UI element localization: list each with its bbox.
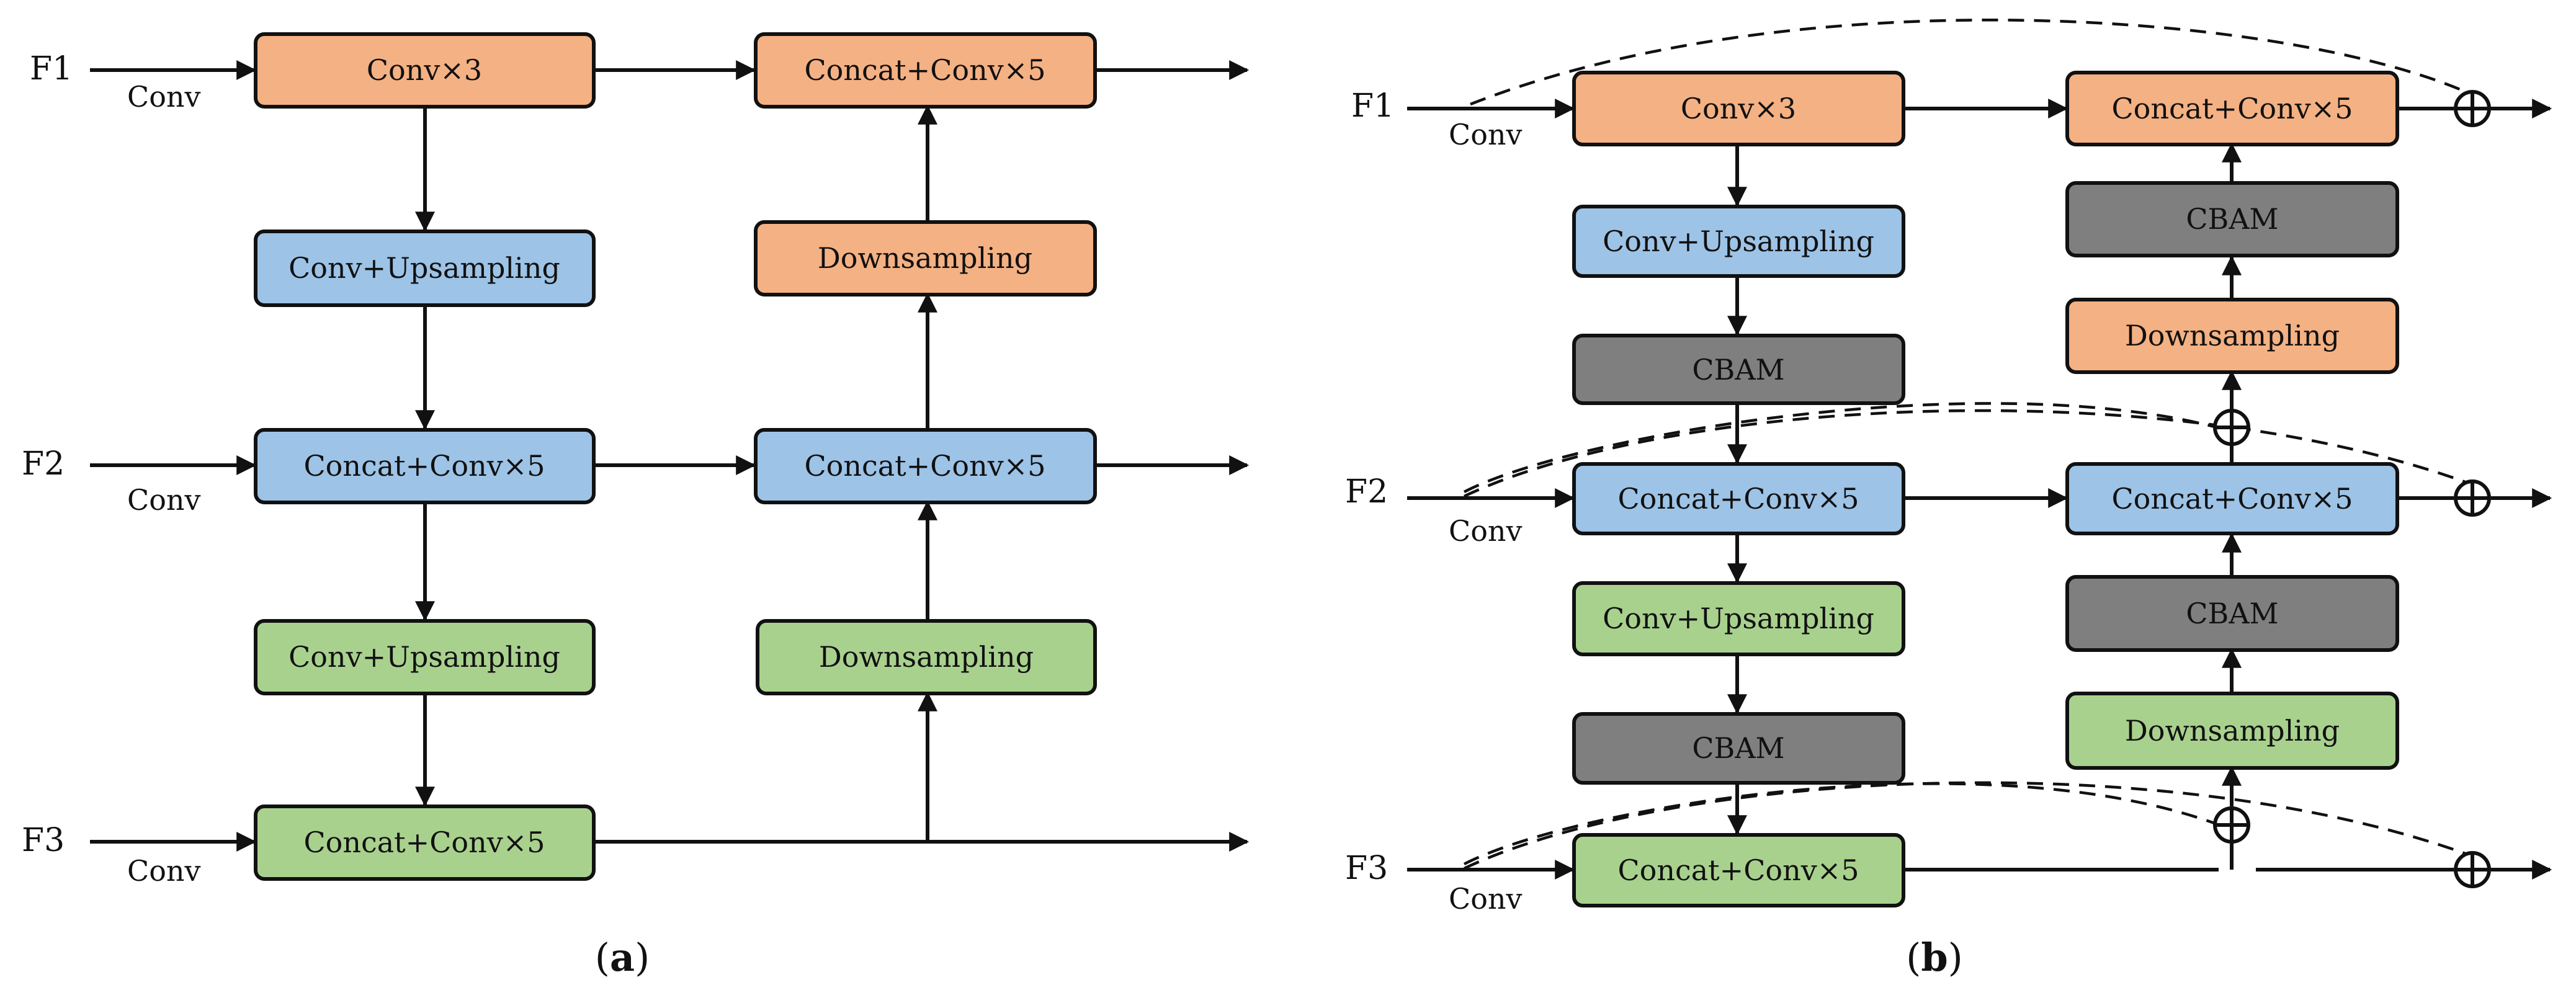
a-conv-upsampling-blue-block: Conv+Upsampling bbox=[254, 230, 596, 307]
a-downsampling-green-block: Downsampling bbox=[756, 619, 1097, 695]
svg-text:CBAM: CBAM bbox=[2186, 202, 2278, 236]
svg-text:Conv+Upsampling: Conv+Upsampling bbox=[1603, 225, 1874, 258]
a-conv3-block: Conv×3 bbox=[254, 32, 596, 109]
f3-label-b: F3 bbox=[1345, 850, 1388, 887]
f1-label-b: F1 bbox=[1351, 87, 1394, 125]
b-concat-conv5-bottom-block: Concat+Conv×5 bbox=[1572, 833, 1905, 907]
caption-a: (a) bbox=[595, 935, 650, 980]
b-conv-upsampling-green-block: Conv+Upsampling bbox=[1572, 581, 1905, 656]
a-concat-conv5-top-block: Concat+Conv×5 bbox=[754, 32, 1097, 109]
b-downsampling-green-block: Downsampling bbox=[2065, 692, 2399, 770]
svg-text:Conv+Upsampling: Conv+Upsampling bbox=[1603, 602, 1874, 635]
svg-text:Conv×3: Conv×3 bbox=[1681, 92, 1796, 125]
b-conv-upsampling-blue-block: Conv+Upsampling bbox=[1572, 205, 1905, 278]
b-skip-f2-out bbox=[1464, 409, 2476, 498]
b-cbam-left-2-block: CBAM bbox=[1572, 712, 1905, 785]
a-downsampling-orange-block: Downsampling bbox=[754, 220, 1097, 296]
svg-text:Concat+Conv×5: Concat+Conv×5 bbox=[804, 53, 1045, 87]
plus-circle-bottom-right bbox=[2213, 806, 2250, 844]
b-downsampling-orange-block: Downsampling bbox=[2065, 298, 2399, 374]
plus-circle-mid-right bbox=[2213, 409, 2250, 446]
svg-text:Downsampling: Downsampling bbox=[819, 640, 1034, 674]
a-conv-upsampling-green-block: Conv+Upsampling bbox=[254, 619, 596, 695]
f2-label-b: F2 bbox=[1345, 473, 1388, 510]
svg-text:Downsampling: Downsampling bbox=[818, 241, 1032, 275]
svg-text:Conv+Upsampling: Conv+Upsampling bbox=[288, 640, 560, 674]
a-concat-conv5-mid-left-block: Concat+Conv×5 bbox=[254, 428, 596, 504]
b-concat-conv5-mid-right-block: Concat+Conv×5 bbox=[2065, 462, 2399, 535]
svg-text:Concat+Conv×5: Concat+Conv×5 bbox=[2111, 482, 2353, 515]
f1-label: F1 bbox=[30, 50, 73, 87]
b-cbam-mid-right-block: CBAM bbox=[2065, 575, 2399, 652]
svg-text:CBAM: CBAM bbox=[2186, 597, 2278, 630]
svg-text:CBAM: CBAM bbox=[1692, 353, 1784, 386]
svg-text:Concat+Conv×5: Concat+Conv×5 bbox=[804, 449, 1045, 483]
svg-text:Concat+Conv×5: Concat+Conv×5 bbox=[303, 449, 545, 483]
b-concat-conv5-mid-left-block: Concat+Conv×5 bbox=[1572, 462, 1905, 535]
f3-label: F3 bbox=[22, 822, 65, 859]
b-skip-f3-out bbox=[1464, 781, 2476, 870]
conv-label-b-f3: Conv bbox=[1449, 882, 1523, 916]
plus-circle-f1-output bbox=[2454, 90, 2491, 127]
svg-text:Conv+Upsampling: Conv+Upsampling bbox=[288, 251, 560, 285]
b-concat-conv5-top-block: Concat+Conv×5 bbox=[2065, 71, 2399, 146]
svg-text:Downsampling: Downsampling bbox=[2125, 714, 2340, 747]
svg-text:Concat+Conv×5: Concat+Conv×5 bbox=[2111, 92, 2353, 125]
conv-label-f2: Conv bbox=[127, 483, 201, 517]
svg-text:Concat+Conv×5: Concat+Conv×5 bbox=[1617, 482, 1859, 515]
panel-a: F1 F2 F3 Conv Conv Conv Conv×3 bbox=[22, 32, 1250, 980]
conv-label-f3: Conv bbox=[127, 854, 201, 888]
b-skip-f1 bbox=[1470, 19, 2476, 106]
b-cbam-top-right-block: CBAM bbox=[2065, 181, 2399, 257]
panel-b: F1 F2 F3 Conv Conv Conv bbox=[1345, 19, 2552, 980]
svg-text:Concat+Conv×5: Concat+Conv×5 bbox=[303, 826, 545, 859]
conv-label-f1: Conv bbox=[127, 80, 201, 114]
conv-label-b-f1: Conv bbox=[1449, 118, 1523, 151]
b-skip-f2-to-plus bbox=[1463, 402, 2220, 494]
f2-label: F2 bbox=[22, 445, 65, 483]
svg-text:Conv×3: Conv×3 bbox=[367, 53, 482, 87]
b-conv3-block: Conv×3 bbox=[1572, 71, 1905, 146]
a-concat-conv5-bottom-block: Concat+Conv×5 bbox=[254, 805, 596, 881]
caption-b: (b) bbox=[1906, 935, 1963, 980]
svg-text:Downsampling: Downsampling bbox=[2125, 319, 2340, 352]
conv-label-b-f2: Conv bbox=[1449, 514, 1523, 548]
plus-circle-f2-output bbox=[2454, 479, 2491, 517]
a-concat-conv5-mid-right-block: Concat+Conv×5 bbox=[754, 428, 1097, 504]
svg-text:CBAM: CBAM bbox=[1692, 731, 1784, 765]
svg-text:Concat+Conv×5: Concat+Conv×5 bbox=[1617, 854, 1859, 887]
plus-circle-f3-output bbox=[2454, 851, 2491, 888]
b-cbam-left-1-block: CBAM bbox=[1572, 334, 1905, 405]
